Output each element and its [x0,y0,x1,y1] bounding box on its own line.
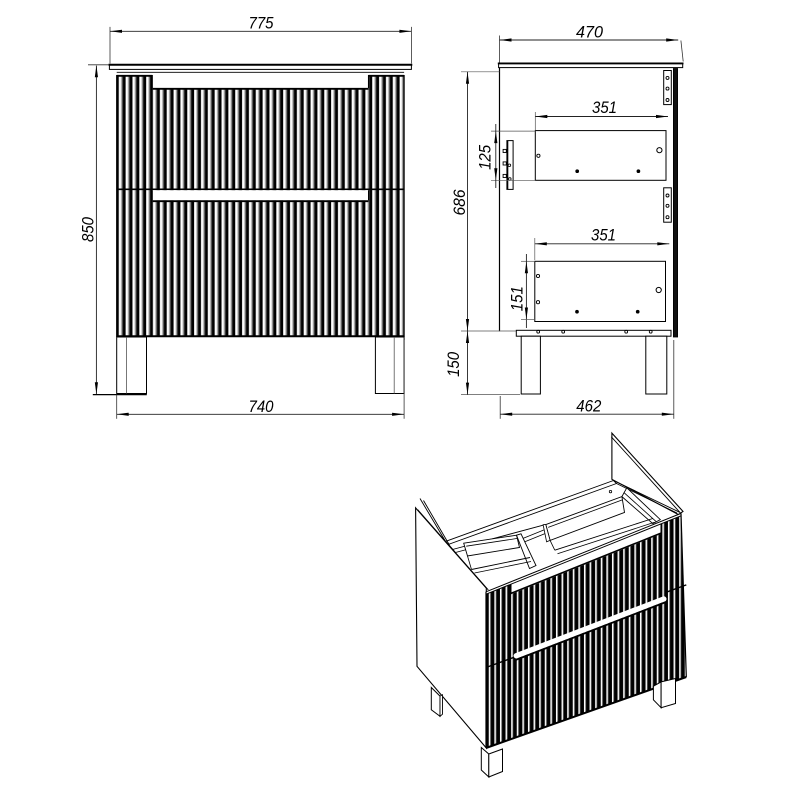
svg-text:462: 462 [576,398,601,416]
svg-text:351: 351 [591,227,616,245]
svg-text:686: 686 [451,189,469,216]
svg-text:470: 470 [576,23,604,41]
svg-text:150: 150 [445,351,463,377]
svg-text:151: 151 [509,286,527,311]
svg-text:775: 775 [249,15,275,33]
svg-text:740: 740 [249,398,275,416]
svg-text:850: 850 [80,216,98,242]
svg-text:125: 125 [477,144,495,170]
svg-text:351: 351 [592,99,617,117]
